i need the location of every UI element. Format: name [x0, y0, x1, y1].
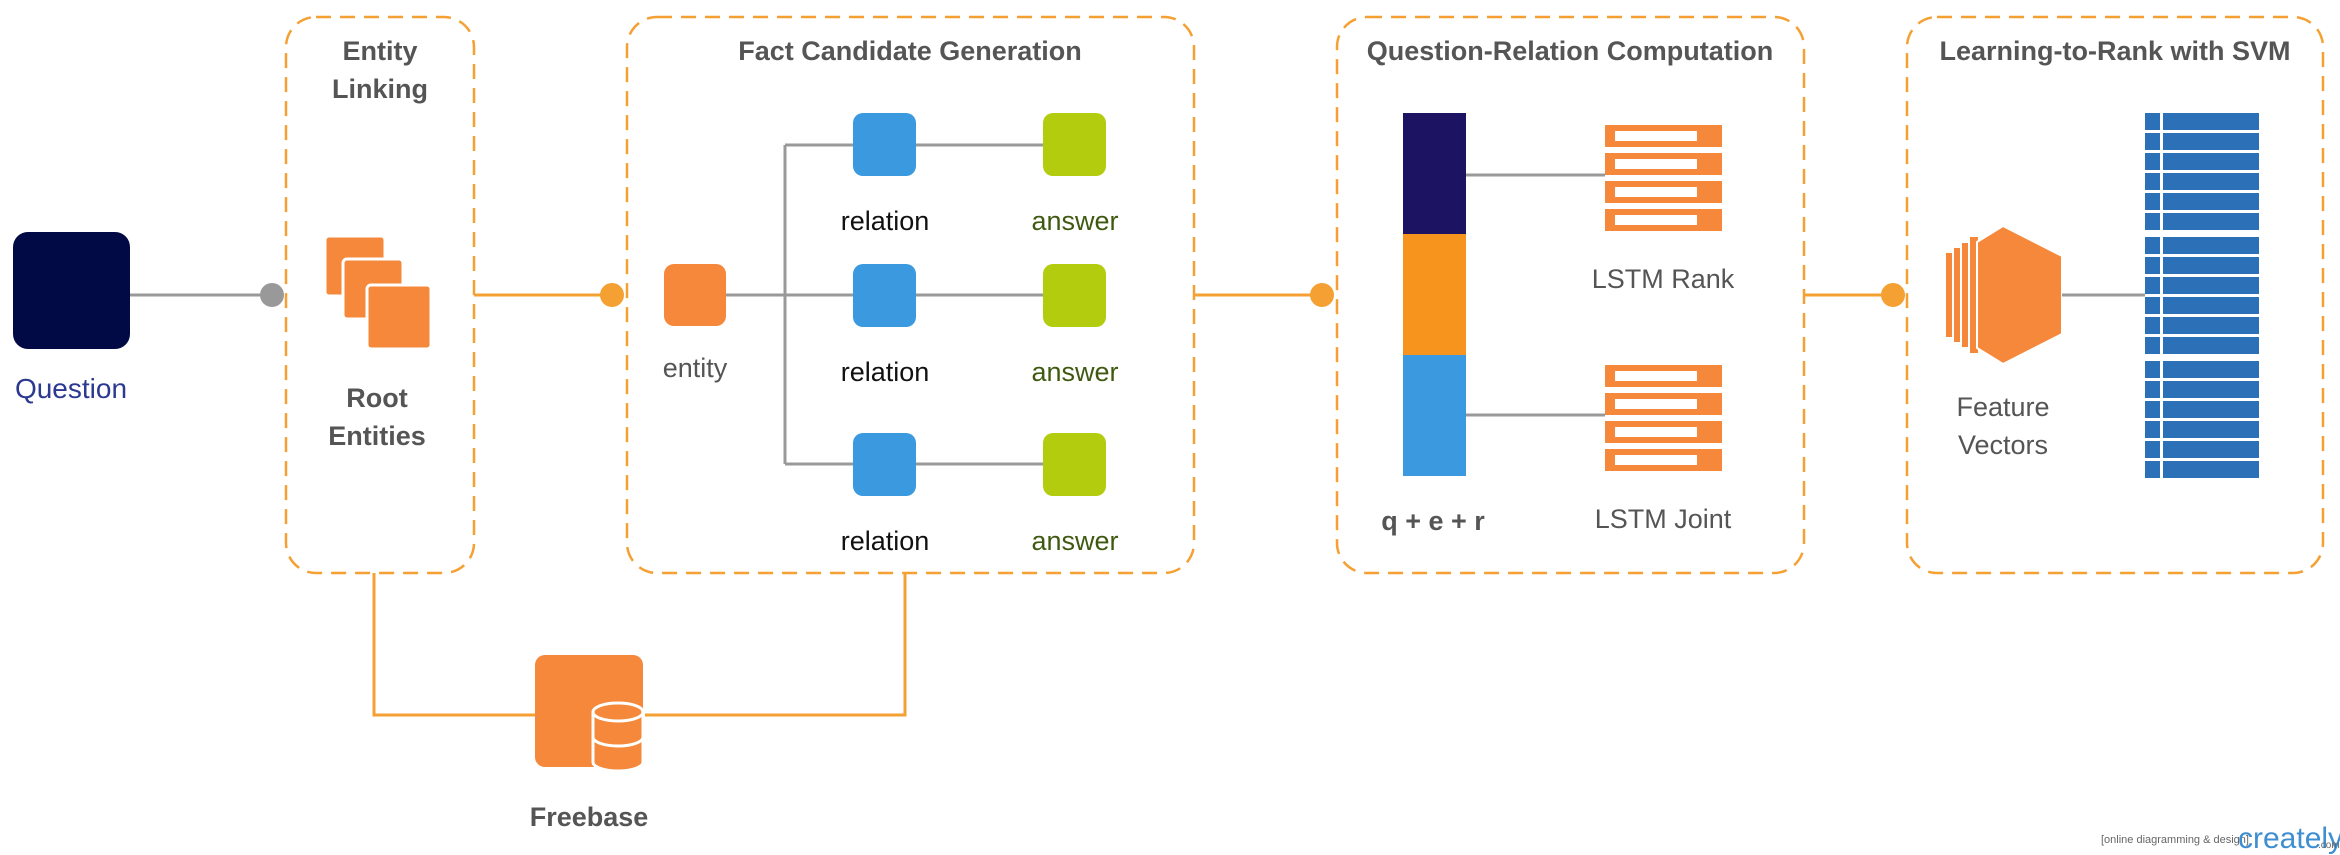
entity-linking-stage	[284, 15, 476, 575]
freebase-label: Freebase	[530, 802, 649, 832]
lstm-joint-icon	[1605, 365, 1722, 471]
svm-row-bar	[2163, 153, 2259, 170]
svm-row-bar	[2163, 133, 2259, 150]
svm-row-cell	[2145, 277, 2160, 294]
svm-row-bar	[2163, 193, 2259, 210]
entity-node	[664, 264, 726, 326]
learning-to-rank-stage	[1905, 15, 2325, 575]
relation-label: relation	[841, 357, 930, 387]
svm-row-bar	[2163, 113, 2259, 130]
entity-label: entity	[663, 353, 728, 383]
svm-row-bar	[2163, 213, 2259, 230]
svm-row-cell	[2145, 113, 2160, 130]
svm-row-cell	[2145, 237, 2160, 254]
watermark-small-text: [online diagramming & design]	[2101, 834, 2249, 846]
entity-linking-title-line2: Linking	[332, 74, 428, 104]
answer-node	[1043, 113, 1106, 176]
qr-to-svm-endpoint	[1881, 283, 1905, 307]
svm-row-bar	[2163, 461, 2259, 478]
svm-row-cell	[2145, 317, 2160, 334]
svm-row-cell	[2145, 337, 2160, 354]
svm-row-bar	[2163, 361, 2259, 378]
svm-row-bar	[2163, 381, 2259, 398]
answer-label: answer	[1031, 357, 1118, 387]
question-label: Question	[15, 373, 127, 404]
freebase-database-icon	[535, 655, 645, 773]
root-entities-label-line2: Entities	[328, 421, 426, 451]
lstm-rank-label: LSTM Rank	[1592, 264, 1735, 294]
fact-to-qr-endpoint	[1310, 283, 1334, 307]
freebase-link-right	[645, 573, 907, 717]
svm-row-bar	[2163, 237, 2259, 254]
svm-row-cell	[2145, 153, 2160, 170]
svm-row-bar	[2163, 401, 2259, 418]
watermark-brand: creately	[2238, 822, 2340, 855]
relation-node	[853, 113, 916, 176]
learning-to-rank-title: Learning-to-Rank with SVM	[1940, 36, 2291, 66]
svm-row-cell	[2145, 381, 2160, 398]
svm-row-cell	[2145, 193, 2160, 210]
svm-row-bar	[2163, 441, 2259, 458]
relation-label: relation	[841, 526, 930, 556]
svm-row-cell	[2145, 461, 2160, 478]
svm-stack-icon[interactable]	[2145, 113, 2259, 478]
root-entities-label-line1: Root	[346, 383, 407, 413]
linking-to-fact-endpoint	[600, 283, 624, 307]
svm-row-cell	[2145, 401, 2160, 418]
relation-label: relation	[841, 206, 930, 236]
svm-row-bar	[2163, 297, 2259, 314]
svm-row-bar	[2163, 257, 2259, 274]
svm-row-cell	[2145, 361, 2160, 378]
qer-vector-bar	[1403, 113, 1466, 476]
svm-row-bar	[2163, 277, 2259, 294]
svm-row-bar	[2163, 421, 2259, 438]
qer-vector-label: q + e + r	[1381, 506, 1485, 536]
svm-row-bar	[2163, 337, 2259, 354]
creately-watermark[interactable]: [online diagramming & design] creately .…	[2101, 822, 2340, 855]
svm-row-cell	[2145, 213, 2160, 230]
answer-node	[1043, 264, 1106, 327]
lstm-joint-label: LSTM Joint	[1595, 504, 1732, 534]
feature-vectors-icon	[1944, 224, 2063, 366]
answer-label: answer	[1031, 206, 1118, 236]
relation-node	[853, 433, 916, 496]
fact-candidate-title: Fact Candidate Generation	[738, 36, 1082, 66]
lstm-rank-icon	[1605, 125, 1722, 231]
relation-node	[853, 264, 916, 327]
freebase-link-left	[372, 573, 535, 717]
watermark-suffix: .com	[2318, 840, 2340, 851]
svm-row-bar	[2163, 173, 2259, 190]
svm-row-cell	[2145, 421, 2160, 438]
question-connector-endpoint	[260, 283, 284, 307]
feature-vectors-label-line2: Vectors	[1958, 430, 2048, 460]
svm-row-bar	[2163, 317, 2259, 334]
svm-row-cell	[2145, 133, 2160, 150]
question-relation-title: Question-Relation Computation	[1367, 36, 1773, 66]
svm-row-cell	[2145, 297, 2160, 314]
svm-row-cell	[2145, 173, 2160, 190]
svm-row-cell	[2145, 257, 2160, 274]
root-entities-icon	[323, 234, 433, 351]
svm-row-cell	[2145, 441, 2160, 458]
entity-linking-title-line1: Entity	[342, 36, 417, 66]
question-node	[13, 232, 130, 349]
answer-node	[1043, 433, 1106, 496]
answer-label: answer	[1031, 526, 1118, 556]
feature-vectors-label-line1: Feature	[1956, 392, 2049, 422]
